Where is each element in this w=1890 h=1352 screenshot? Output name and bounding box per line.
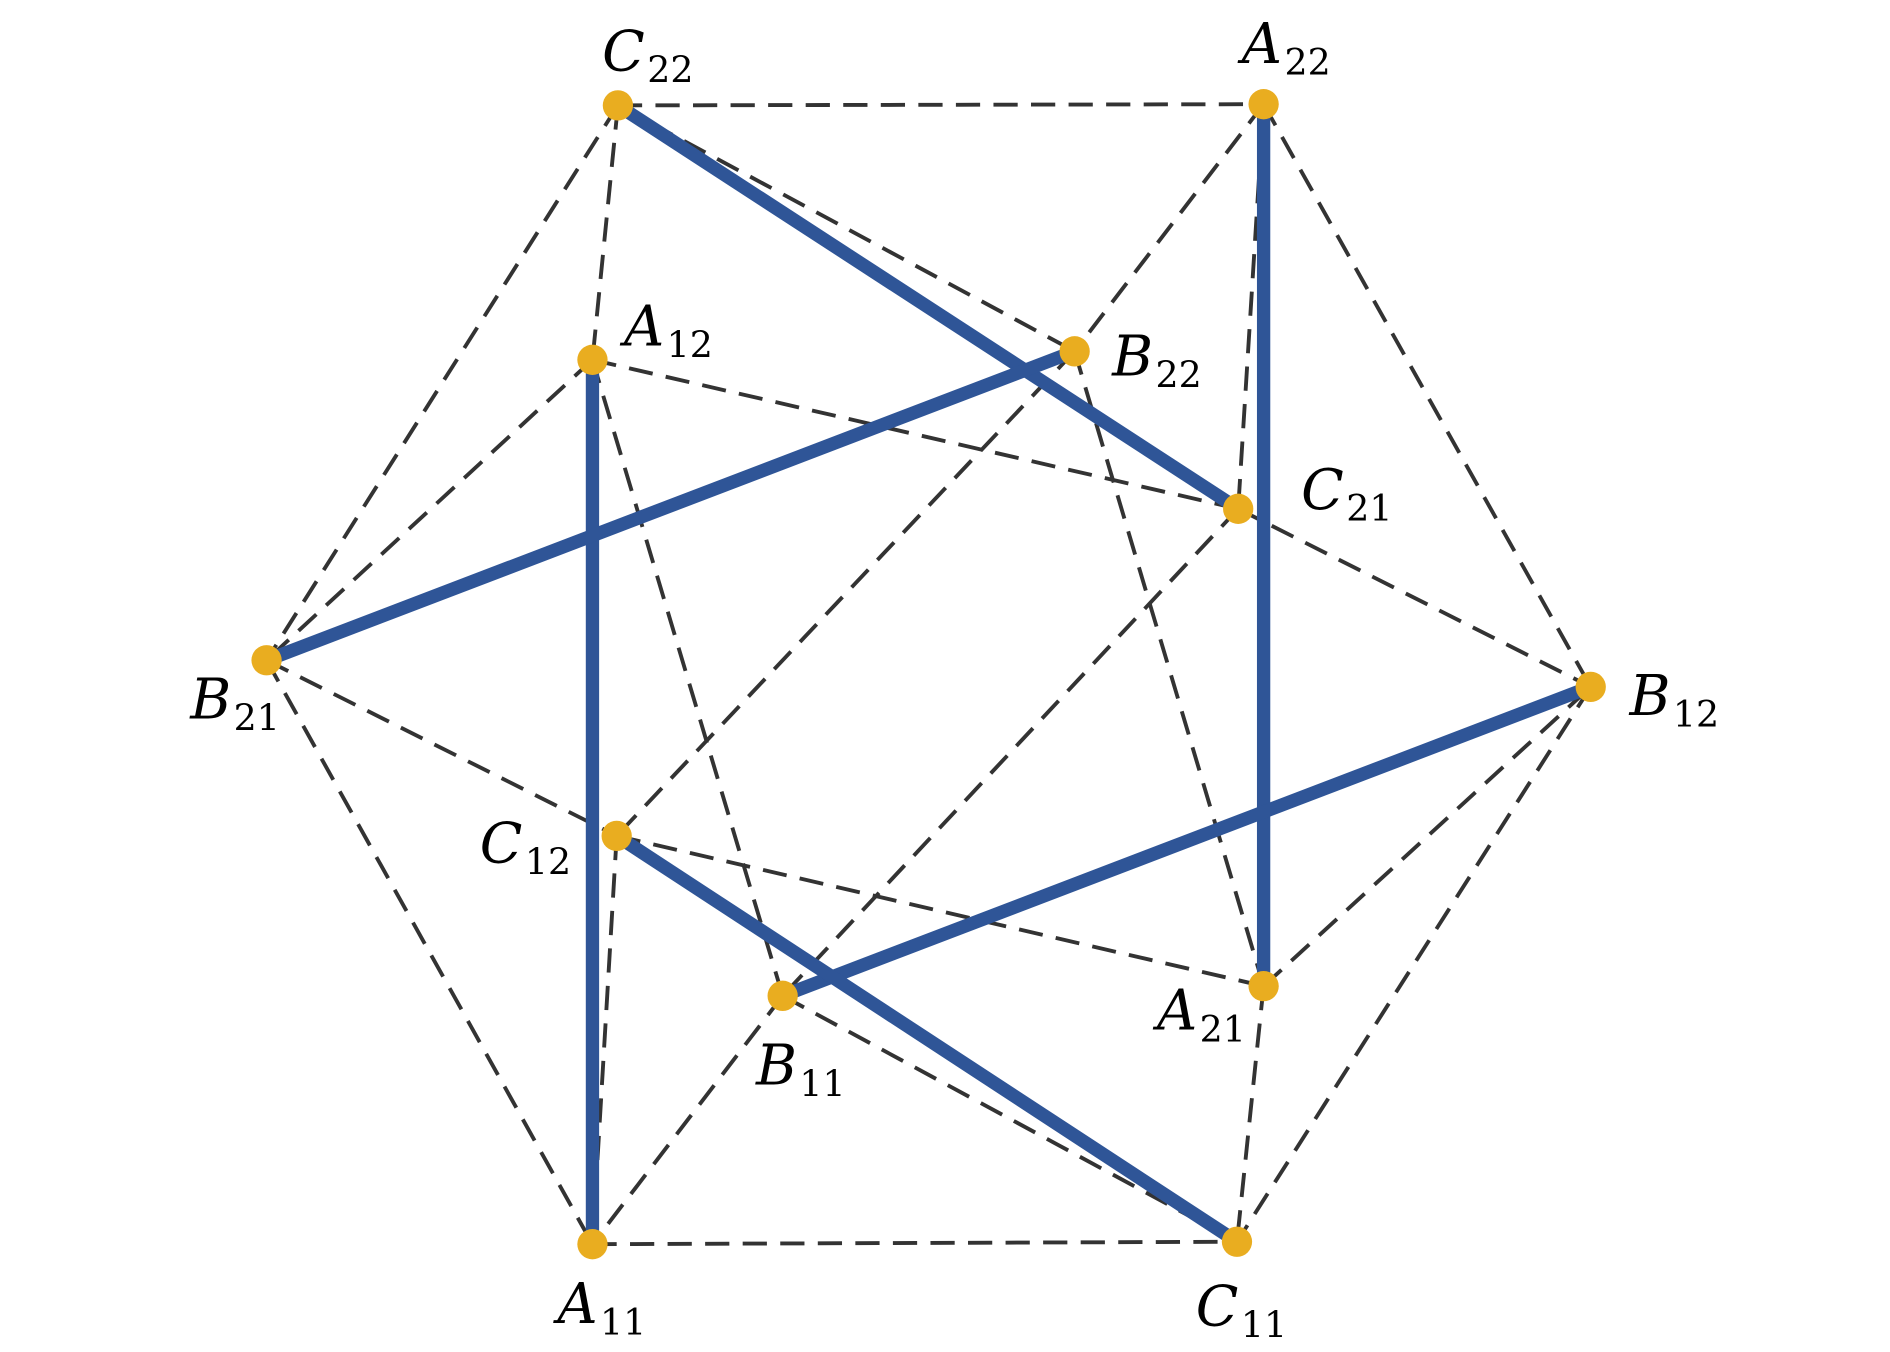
- dashed-edge-C12-A21: [616, 834, 1265, 989]
- dashed-edge-B11-C11: [781, 994, 1238, 1244]
- label-letter: A: [552, 1272, 597, 1337]
- strong-edge-C22-C21: [614, 99, 1242, 515]
- dashed-edge-A11-C11: [592, 1239, 1237, 1247]
- dashed-edge-A21-C11: [1235, 985, 1266, 1242]
- label-subscript: 22: [1156, 354, 1202, 397]
- label-subscript: 11: [600, 1301, 646, 1344]
- vertex-label-B12: B12: [1628, 664, 1719, 736]
- vertex-label-B21: B21: [189, 667, 280, 739]
- dashed-edge-C22-B22: [616, 103, 1076, 354]
- label-subscript: 21: [1200, 1008, 1246, 1051]
- label-letter: C: [1196, 1274, 1239, 1339]
- label-subscript: 22: [647, 48, 693, 91]
- label-subscript: 11: [799, 1062, 845, 1105]
- vertex-label-C11: C11: [1196, 1274, 1287, 1346]
- vertex-label-C22: C22: [602, 19, 693, 91]
- label-subscript: 12: [667, 323, 713, 366]
- label-letter: B: [189, 667, 231, 732]
- dashed-edge-B22-C12: [615, 349, 1077, 838]
- vertex-A22: [1248, 89, 1279, 120]
- dashed-edge-A22-C21: [1236, 104, 1266, 509]
- label-letter: B: [1628, 664, 1670, 729]
- label-subscript: 12: [1673, 693, 1719, 736]
- label-letter: A: [619, 294, 664, 359]
- dashed-edge-A22-B22: [1073, 103, 1266, 353]
- vertex-B22: [1059, 336, 1090, 367]
- label-subscript: 12: [525, 841, 571, 884]
- strong-edges: [264, 99, 1594, 1248]
- vertex-C11: [1221, 1226, 1253, 1257]
- label-letter: C: [1301, 458, 1344, 523]
- vertex-label-A12: A12: [619, 294, 713, 366]
- label-subscript: 11: [1241, 1303, 1287, 1346]
- label-letter: B: [755, 1033, 797, 1098]
- vertex-label-A11: A11: [552, 1272, 646, 1344]
- label-subscript: 21: [234, 697, 280, 740]
- label-subscript: 22: [1284, 41, 1330, 84]
- vertex-A21: [1248, 970, 1279, 1002]
- vertex-C22: [602, 90, 634, 121]
- label-letter: A: [1237, 12, 1282, 77]
- strong-edge-B21-B22: [264, 345, 1078, 667]
- dashed-edge-B21-C12: [265, 658, 618, 838]
- vertex-label-B22: B22: [1111, 325, 1202, 397]
- label-letter: C: [602, 19, 645, 84]
- dashed-edge-A12-B11: [590, 359, 785, 997]
- dashed-edge-C21-B12: [1237, 507, 1592, 689]
- dashed-edge-C21-B11: [781, 507, 1240, 998]
- label-letter: C: [480, 812, 523, 877]
- vertex-B11: [767, 980, 798, 1011]
- vertex-C21: [1223, 493, 1254, 524]
- vertex-A12: [577, 344, 608, 375]
- dashed-edge-C22-A22: [617, 102, 1264, 108]
- vertex-label-C12: C12: [480, 812, 571, 884]
- vertices: [251, 89, 1606, 1260]
- dashed-edge-A22-B12: [1261, 103, 1593, 688]
- vertex-label-A22: A22: [1237, 12, 1331, 84]
- vertex-B21: [251, 645, 282, 676]
- strong-edge-B12-B11: [780, 680, 1594, 1003]
- vertex-label-C21: C21: [1301, 458, 1392, 530]
- label-subscript: 21: [1346, 487, 1392, 530]
- label-letter: A: [1152, 979, 1197, 1044]
- dashed-edge-C22-A12: [590, 105, 620, 360]
- label-letter: B: [1111, 325, 1153, 390]
- vertex-A11: [577, 1229, 608, 1260]
- vertex-label-A21: A21: [1152, 979, 1246, 1051]
- dashed-edge-B22-A21: [1072, 350, 1266, 987]
- dashed-edge-B11-A11: [590, 994, 785, 1246]
- vertex-label-B11: B11: [755, 1033, 846, 1105]
- dashed-edges: [264, 102, 1593, 1247]
- dashed-edge-B21-A11: [264, 659, 595, 1246]
- dashed-edge-B12-C11: [1235, 685, 1593, 1243]
- vertex-B12: [1575, 671, 1606, 703]
- strong-edge-C12-C11: [613, 830, 1241, 1248]
- vertex-C12: [601, 820, 632, 852]
- dashed-edge-C22-B21: [264, 104, 620, 662]
